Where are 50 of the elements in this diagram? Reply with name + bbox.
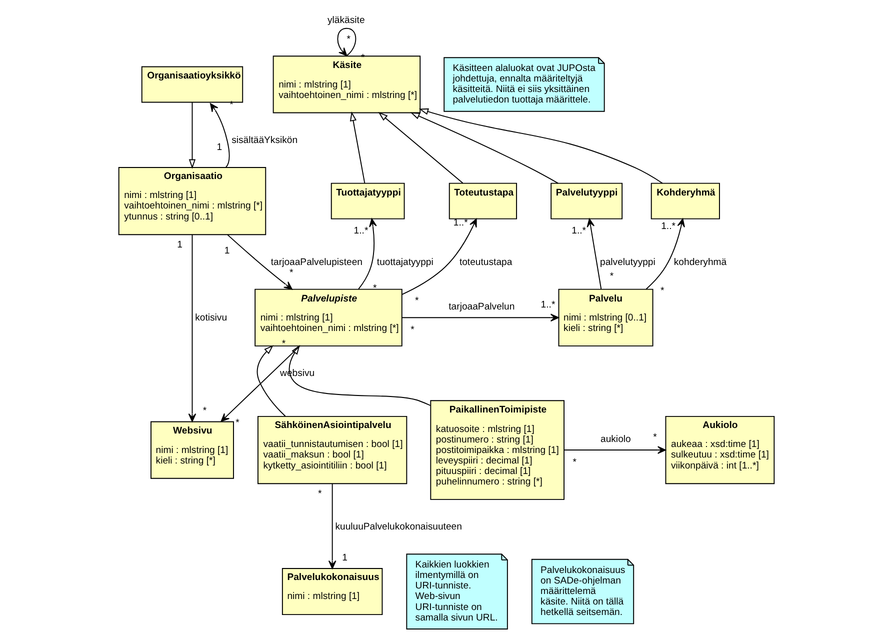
edge-label: yläkäsite	[327, 15, 364, 26]
arrow	[256, 345, 286, 417]
arrow	[410, 112, 558, 184]
arrow	[220, 345, 300, 422]
label: *	[609, 270, 614, 282]
arrow	[418, 108, 662, 184]
label: 1..*	[452, 218, 468, 229]
arrow	[328, 483, 336, 569]
label: *	[202, 405, 206, 416]
label: 1	[176, 240, 182, 251]
arrow	[378, 112, 463, 184]
label: *	[289, 267, 293, 278]
arrow	[358, 218, 376, 290]
edge-label: tarjoaaPalvelun	[448, 301, 514, 312]
label: *	[346, 34, 350, 45]
label: *	[410, 324, 414, 336]
label: *	[414, 296, 418, 307]
edge-label: sisältääYksikön	[231, 134, 298, 146]
arrow	[645, 218, 684, 290]
edge-label: kotisivu	[194, 312, 227, 324]
label: *	[660, 286, 664, 297]
arrow	[226, 234, 292, 290]
arrow	[188, 102, 196, 169]
edge-label: kuuluuPalvelukokonaisuuteen	[334, 522, 462, 533]
edge-label: toteutustapa	[458, 256, 512, 268]
label: *	[652, 432, 656, 443]
arrow	[401, 218, 476, 295]
label: 1	[342, 552, 347, 564]
edge-label: kohderyhmä	[673, 256, 726, 268]
edge-label: tuottajatyyppi	[376, 256, 433, 268]
label: 1	[216, 142, 222, 153]
arrow	[586, 218, 602, 290]
arrow	[349, 111, 365, 184]
edge-label: tarjoaaPalvelupisteen	[270, 256, 362, 268]
label: 1..*	[353, 225, 368, 236]
edge-label: aukiolo	[600, 434, 630, 445]
arrow	[188, 234, 196, 422]
edge-label: palvelutyyppi	[600, 256, 655, 268]
arrow	[563, 446, 666, 454]
arrow	[401, 314, 558, 322]
arrow	[210, 103, 230, 168]
label: *	[572, 456, 576, 468]
label: 1	[224, 246, 230, 256]
arrow	[336, 28, 356, 56]
label: 1..*	[660, 220, 675, 232]
label: 1..*	[540, 300, 555, 311]
label: *	[235, 417, 239, 428]
label: *	[317, 488, 322, 500]
label: 1..*	[571, 226, 586, 237]
arrow	[288, 344, 430, 406]
